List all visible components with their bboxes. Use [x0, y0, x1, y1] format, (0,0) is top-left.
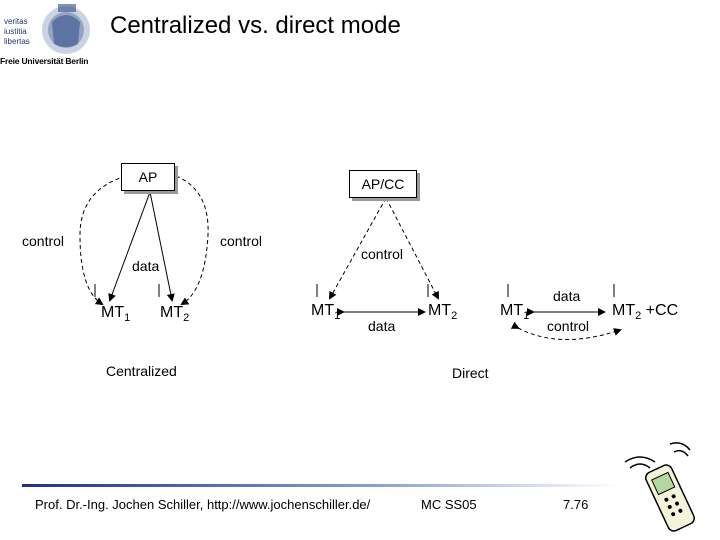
direct-caption: Direct [452, 365, 489, 381]
pair-control-label: control [547, 318, 590, 334]
direct-control-line-mt1 [329, 190, 393, 300]
central-data-line-mt1 [108, 191, 151, 302]
direct-control-line-mt2 [379, 190, 439, 300]
central-mt2-sub: 2 [183, 312, 190, 325]
central-control-right-label: control [220, 233, 263, 249]
central-mt2-label: MT2 [160, 304, 189, 324]
logo-line-libertas: libertas [4, 37, 30, 46]
central-mt1-label: MT1 [101, 304, 130, 324]
ap-box: AP [121, 163, 175, 191]
logo-graphic [0, 4, 90, 54]
direct-mt2-text: MT [428, 302, 452, 319]
pair-mt1-label: MT1 [500, 302, 529, 322]
central-data-line-mt2 [149, 191, 175, 302]
footer-bar [22, 484, 620, 487]
direct-mt1-label: MT1 [311, 302, 340, 322]
pair-mt2cc-sub: 2 [635, 310, 642, 323]
footer-author: Prof. Dr.-Ing. Jochen Schiller, http://w… [35, 497, 371, 512]
logo-line-iustitia: iustitia [4, 27, 27, 36]
mobile-phone-icon [624, 442, 695, 532]
pair-control-curve [510, 321, 622, 341]
apcc-label: AP/CC [361, 176, 405, 192]
pair-mt2cc-suffix: +CC [641, 302, 679, 319]
ap-label: AP [138, 169, 158, 185]
direct-data-label: data [368, 318, 396, 334]
centralized-caption: Centralized [106, 363, 177, 379]
footer-page-number: 7.76 [563, 497, 589, 512]
direct-mt1-sub: 1 [334, 310, 341, 323]
central-mt1-sub: 1 [124, 312, 131, 325]
central-control-curve-right [168, 170, 209, 306]
pair-mt1-text: MT [500, 302, 524, 319]
apcc-box: AP/CC [349, 170, 417, 198]
central-mt2-text: MT [160, 304, 184, 321]
pair-mt2cc-text: MT [612, 302, 636, 319]
pair-mt2cc-label: MT2 +CC [612, 302, 678, 322]
logo-line-veritas: veritas [4, 17, 28, 26]
direct-control-top-label: control [361, 246, 404, 262]
slide-title: Centralized vs. direct mode [110, 12, 401, 39]
direct-mt2-label: MT2 [428, 302, 457, 322]
logo-university-name: Freie Universität Berlin [0, 56, 89, 66]
footer-course: MC SS05 [421, 497, 477, 512]
central-control-curve-left [79, 170, 133, 306]
university-logo: veritas iustitia libertas [0, 0, 92, 66]
central-data-label: data [132, 258, 160, 274]
pair-mt1-sub: 1 [523, 310, 530, 323]
central-mt1-text: MT [101, 304, 125, 321]
central-control-left-label: control [22, 233, 65, 249]
direct-mt1-text: MT [311, 302, 335, 319]
direct-mt2-sub: 2 [451, 310, 458, 323]
pair-data-label: data [553, 288, 581, 304]
